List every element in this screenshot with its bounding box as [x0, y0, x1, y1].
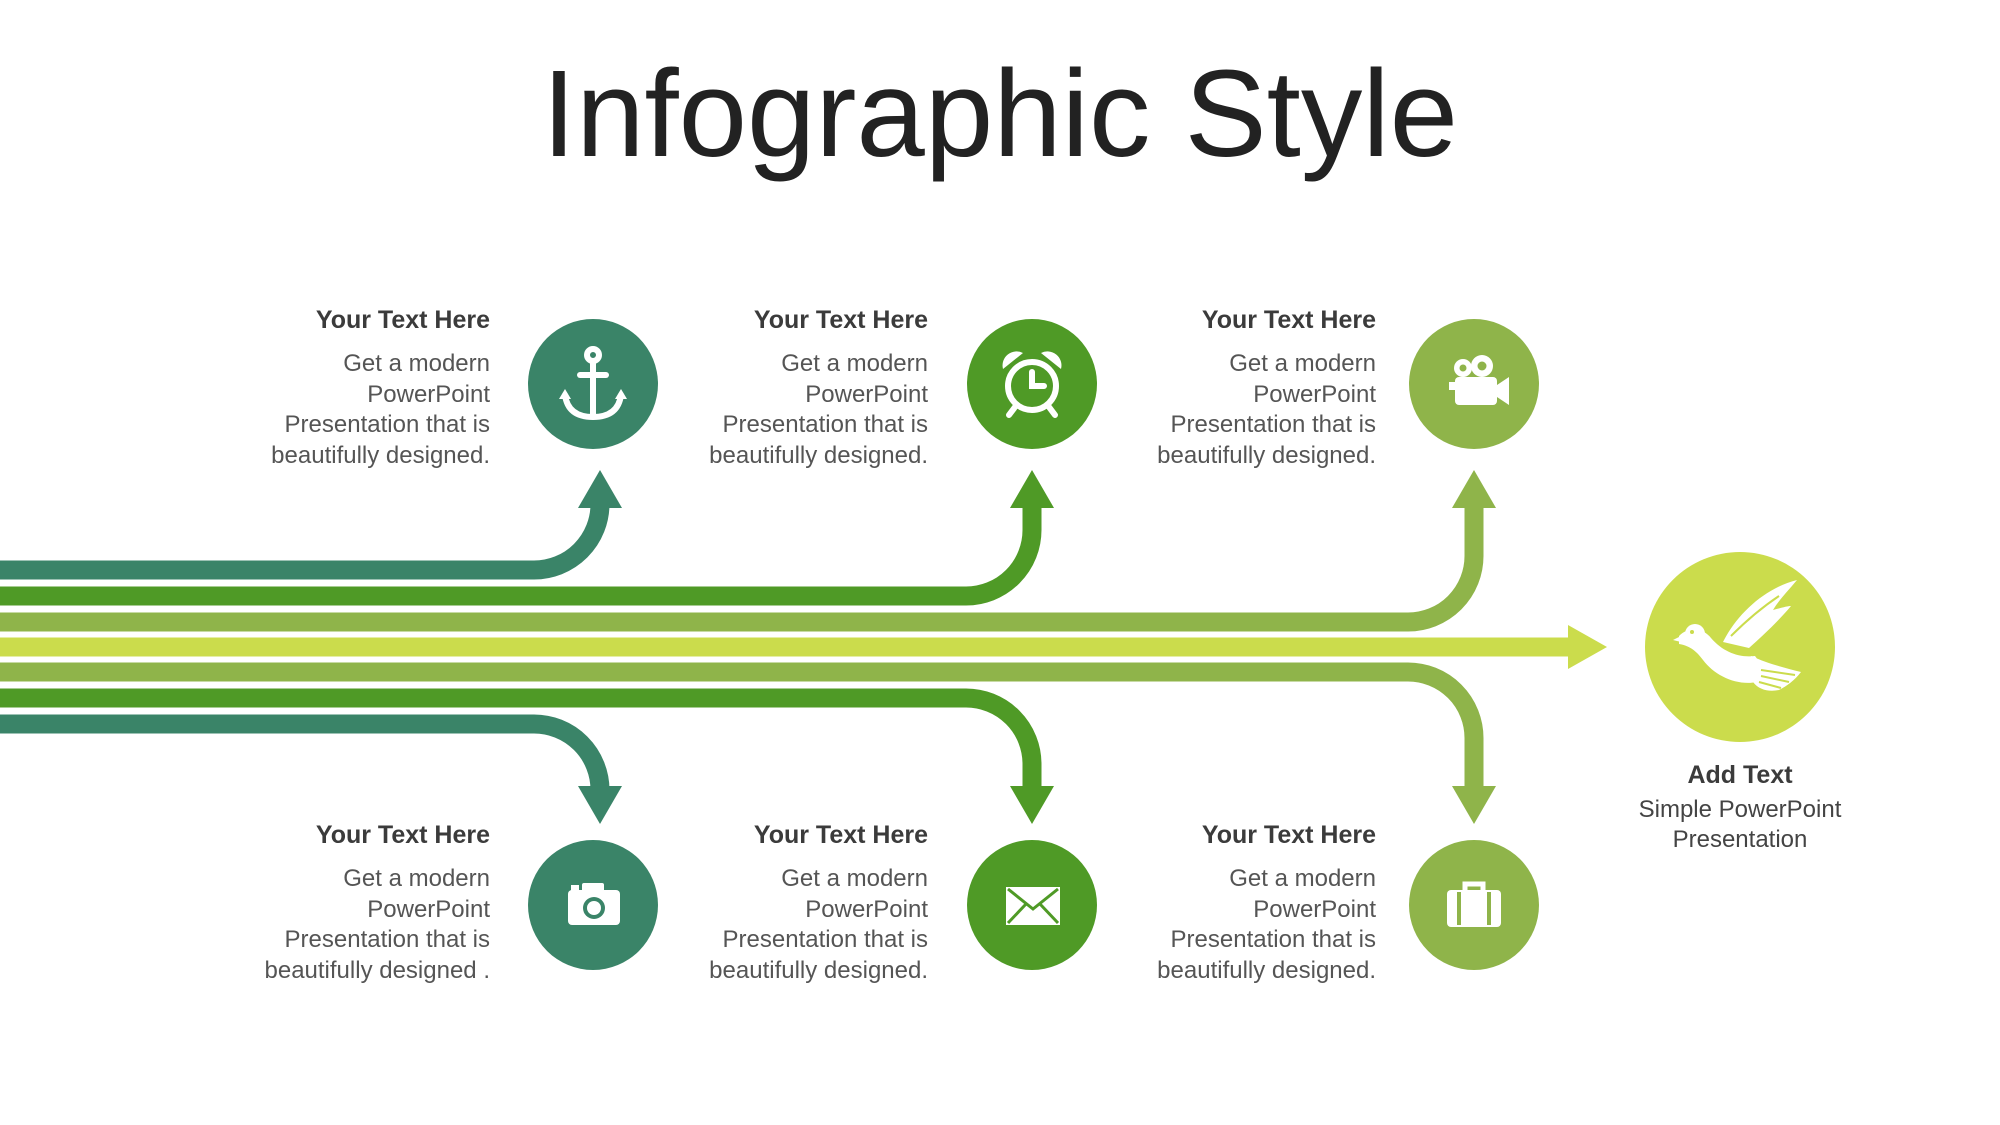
arrowhead-bottom-1	[578, 786, 622, 824]
description-line: PowerPoint	[367, 380, 490, 408]
description-line: PowerPoint	[805, 380, 928, 408]
textblock-bottom-1: Your Text Here Get a modern PowerPoint P…	[190, 820, 491, 986]
circle-top-3	[1409, 319, 1539, 449]
textblock-top-1: Your Text Here Get a modern PowerPoint P…	[190, 305, 490, 471]
final-heading: Add Text	[1687, 761, 1793, 789]
arrow-line-bottom-1	[0, 714, 610, 791]
textblock-top-2: Your Text Here Get a modern PowerPoint P…	[628, 305, 928, 471]
description-line: Presentation that is	[284, 411, 490, 438]
arrowhead-middle	[1568, 625, 1607, 669]
description-line: Presentation that is	[722, 926, 928, 953]
circle-bottom-3	[1409, 840, 1539, 970]
description-line: Presentation	[1672, 826, 1808, 853]
arrow-line-top-1	[0, 503, 610, 580]
circle-bottom-1	[528, 840, 658, 970]
item-heading: Your Text Here	[1201, 821, 1376, 849]
item-heading: Your Text Here	[315, 821, 490, 849]
description-line: beautifully designed.	[271, 441, 490, 469]
description-line: PowerPoint	[1253, 895, 1376, 923]
camera-icon	[568, 883, 620, 925]
arrowhead-bottom-3	[1452, 786, 1496, 824]
description-line: Presentation that is	[284, 926, 490, 953]
item-description: Get a modern PowerPoint Presentation tha…	[1076, 349, 1376, 471]
description-line: PowerPoint	[805, 895, 928, 923]
description-line: Presentation that is	[1170, 926, 1376, 953]
description-line: Presentation that is	[1170, 411, 1376, 438]
description-line: Get a modern	[781, 865, 928, 892]
anchor-icon	[559, 346, 627, 421]
description-line: beautifully designed.	[1157, 441, 1376, 469]
arrow-line-bottom-3	[0, 662, 1484, 790]
description-line: Get a modern	[343, 865, 490, 892]
item-description: Get a modern PowerPoint Presentation tha…	[190, 349, 490, 471]
circle-top-1	[528, 319, 658, 449]
dove-icon	[1673, 580, 1801, 691]
arrowhead-top-3	[1452, 470, 1496, 508]
item-description: Get a modern PowerPoint Presentation tha…	[628, 349, 928, 471]
description-line: PowerPoint	[1253, 380, 1376, 408]
description-line: beautifully designed.	[709, 441, 928, 469]
circle-bottom-2	[967, 840, 1097, 970]
description-line: Get a modern	[1229, 865, 1376, 892]
textblock-top-3: Your Text Here Get a modern PowerPoint P…	[1076, 305, 1376, 471]
description-line: beautifully designed.	[1157, 956, 1376, 984]
final-description: Simple PowerPoint Presentation	[1600, 795, 1880, 855]
item-description: Get a modern PowerPoint Presentation tha…	[190, 864, 491, 986]
arrowhead-bottom-2	[1010, 786, 1054, 824]
item-heading: Your Text Here	[1201, 306, 1376, 334]
arrowhead-top-1	[578, 470, 622, 508]
item-description: Get a modern PowerPoint Presentation tha…	[1076, 864, 1376, 986]
item-heading: Your Text Here	[753, 306, 928, 334]
description-line: Presentation that is	[722, 411, 928, 438]
slide-title: Infographic Style	[541, 46, 1459, 183]
arrowhead-top-2	[1010, 470, 1054, 508]
envelope-icon	[1006, 887, 1060, 925]
item-description: Get a modern PowerPoint Presentation tha…	[628, 864, 928, 986]
textblock-bottom-3: Your Text Here Get a modern PowerPoint P…	[1076, 820, 1376, 986]
final-circle	[1645, 552, 1835, 742]
description-line: beautifully designed.	[709, 956, 928, 984]
description-line: PowerPoint	[367, 895, 490, 923]
item-heading: Your Text Here	[315, 306, 490, 334]
description-line: Simple PowerPoint	[1638, 796, 1842, 823]
briefcase-icon	[1447, 881, 1501, 927]
alarm-clock-icon	[1002, 351, 1062, 418]
final-textblock: Add Text Simple PowerPoint Presentation	[1600, 760, 1880, 855]
item-heading: Your Text Here	[753, 821, 928, 849]
textblock-bottom-2: Your Text Here Get a modern PowerPoint P…	[628, 820, 928, 986]
description-line: Get a modern	[781, 350, 928, 377]
description-line: Get a modern	[343, 350, 490, 377]
arrow-line-top-3	[0, 505, 1484, 632]
description-line: beautifully designed .	[264, 956, 491, 984]
video-camera-icon	[1449, 355, 1509, 405]
description-line: Get a modern	[1229, 350, 1376, 377]
arrow-line-bottom-2	[0, 688, 1042, 790]
circle-top-2	[967, 319, 1097, 449]
arrow-line-top-2	[0, 505, 1042, 606]
